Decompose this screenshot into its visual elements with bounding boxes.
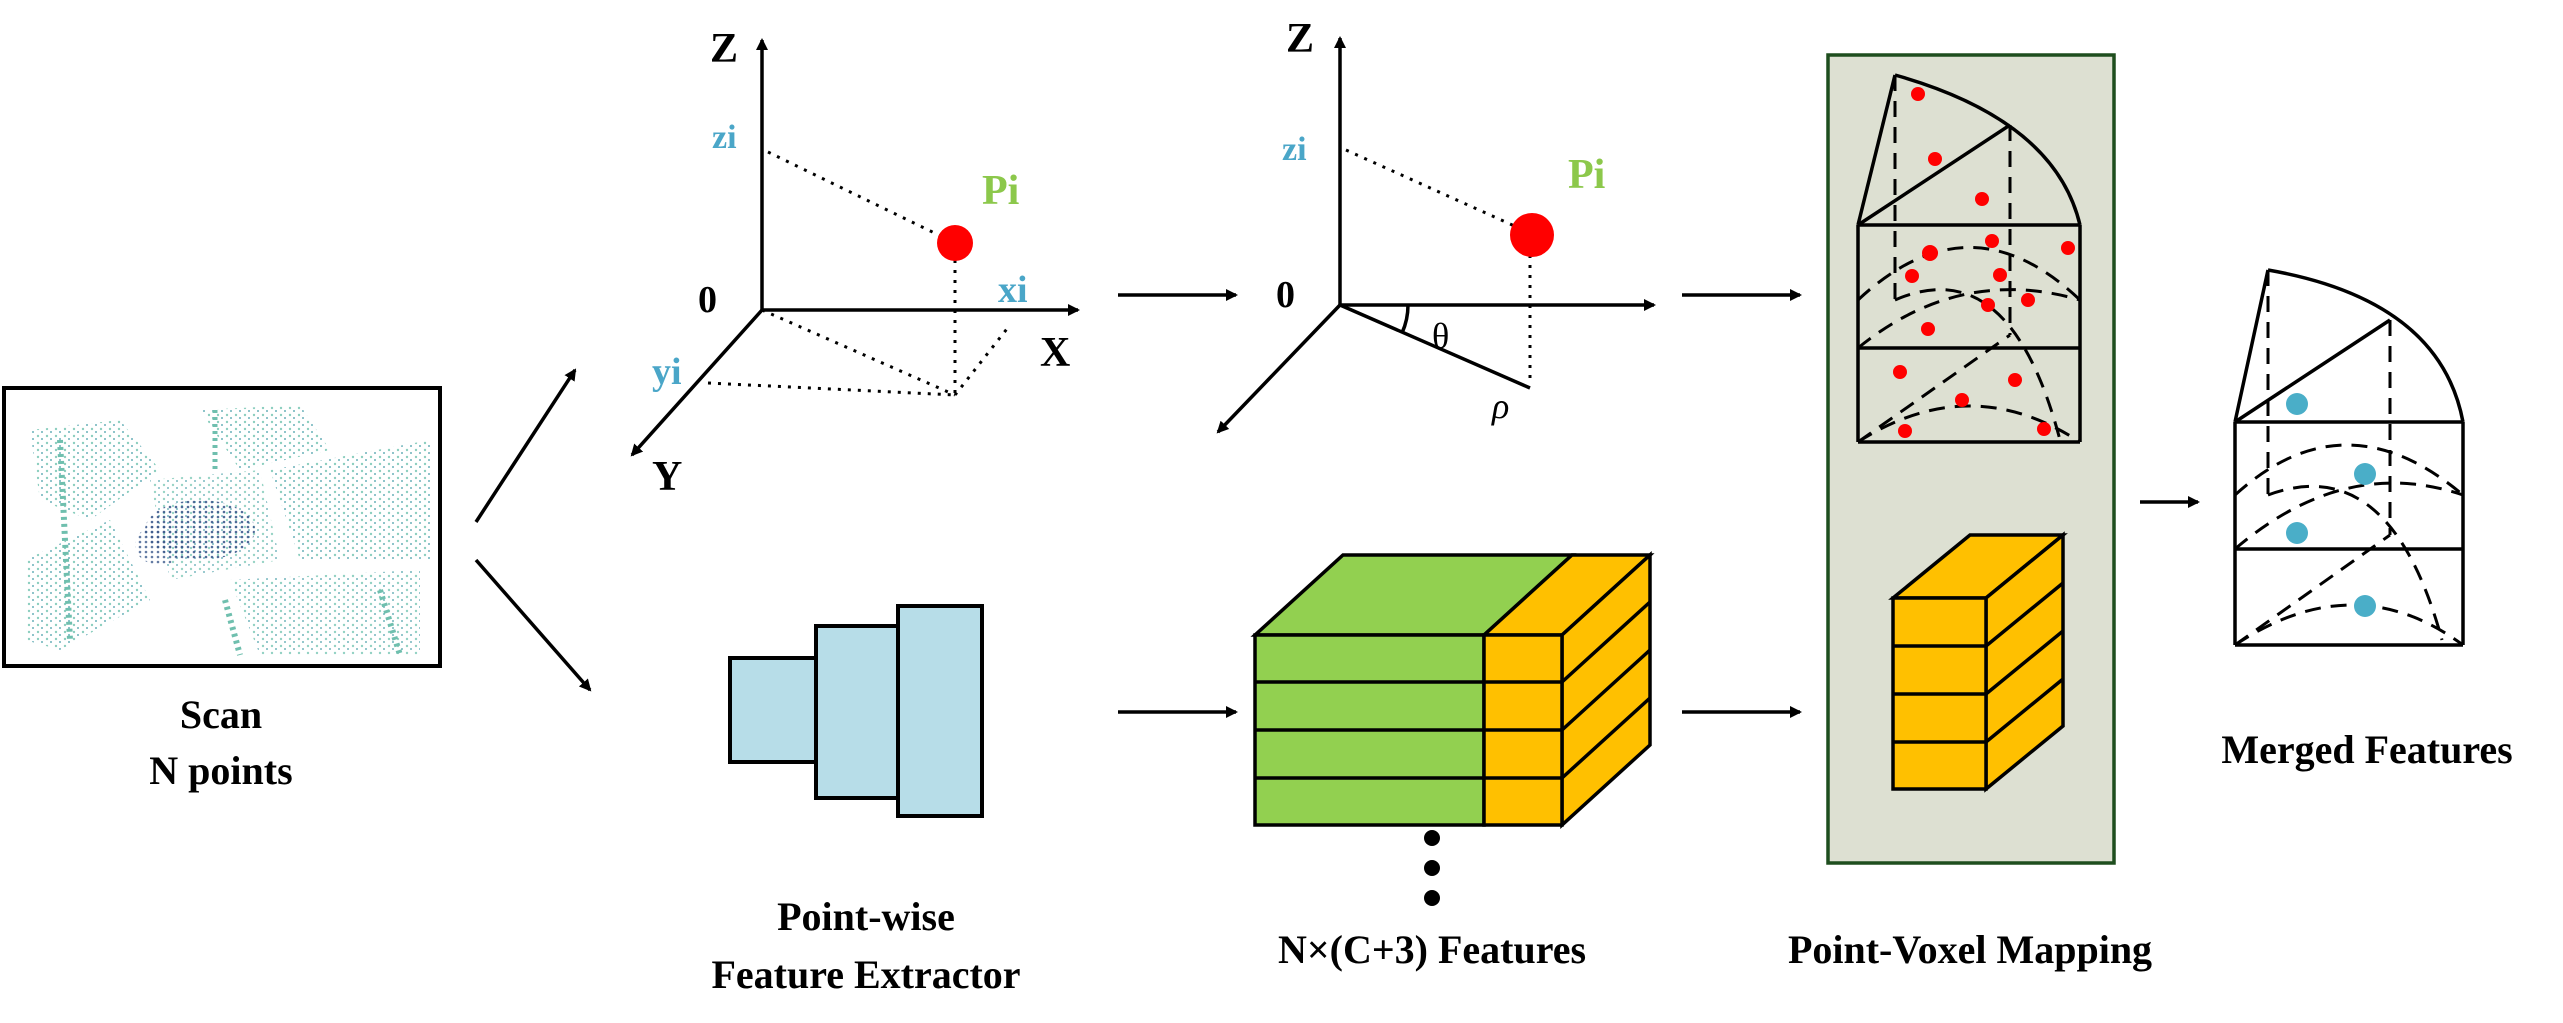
cartesian-origin-label: 0 — [698, 279, 717, 321]
scan-panel: Scan N points — [2, 386, 442, 793]
cartesian-zi-label: zi — [712, 119, 737, 156]
cartesian-pi-label: Pi — [982, 168, 1020, 214]
cylindrical-y-axis — [1216, 303, 1342, 434]
arrow-scan-to-cartesian — [474, 368, 577, 523]
feature-ellipsis-dots — [1424, 830, 1440, 906]
cylindrical-zi-label: zi — [1282, 131, 1307, 168]
cartesian-y-axis — [630, 308, 764, 457]
extractor-caption-line1: Point-wise — [777, 894, 955, 939]
scan-point-cloud — [25, 405, 430, 656]
cylindrical-theta-label: θ — [1432, 316, 1449, 356]
extractor-caption-line2: Feature Extractor — [711, 952, 1020, 997]
cartesian-yi-label: yi — [652, 351, 682, 393]
cylindrical-z-label: Z — [1286, 16, 1314, 62]
point-voxel-mapping-panel: Point-Voxel Mapping — [1788, 53, 2152, 972]
cartesian-coordinate-system: Z X Y 0 zi xi yi Pi — [630, 26, 1080, 500]
cartesian-y-label: Y — [652, 454, 682, 500]
extractor-block-medium — [814, 624, 906, 800]
mapping-red-points — [1893, 87, 2075, 438]
merged-features: Merged Features — [2221, 268, 2513, 772]
features-caption: N×(C+3) Features — [1278, 927, 1586, 972]
merged-feature-dots — [2286, 393, 2376, 617]
cylindrical-theta-arc — [1400, 304, 1410, 334]
arrow-scan-to-extractor — [474, 558, 592, 692]
cylindrical-coordinate-system: Z 0 zi Pi θ ρ — [1216, 16, 1656, 434]
scan-title: Scan — [180, 692, 262, 737]
feature-tensor — [1250, 551, 1655, 829]
mapping-voxel-features — [1888, 531, 2068, 793]
mapping-caption: Point-Voxel Mapping — [1788, 927, 2152, 972]
extractor-block-large — [896, 604, 984, 818]
cartesian-xi-label: xi — [998, 269, 1028, 311]
cylindrical-projection-lines — [1345, 148, 1532, 385]
cartesian-z-label: Z — [710, 26, 738, 72]
cartesian-point-pi — [937, 225, 973, 261]
cylindrical-pi-label: Pi — [1568, 152, 1606, 198]
cylindrical-origin-label: 0 — [1276, 274, 1295, 316]
cylindrical-rho-label: ρ — [1491, 386, 1509, 426]
mapping-voxel-hidden-edges — [1856, 75, 2082, 444]
cylindrical-point-pi — [1510, 213, 1554, 257]
cartesian-projection-lines — [707, 150, 1012, 397]
cartesian-x-label: X — [1040, 330, 1070, 376]
merged-voxel-sector — [2233, 268, 2465, 647]
cylindrical-rho-line — [1339, 303, 1531, 390]
extractor-block-small — [728, 656, 818, 764]
merged-voxel-hidden-edges — [2233, 270, 2464, 647]
mapping-voxel-sector — [1856, 73, 2082, 444]
scan-subtitle: N points — [149, 748, 292, 793]
merged-caption: Merged Features — [2221, 727, 2512, 772]
feature-extractor: Point-wise Feature Extractor — [711, 604, 1021, 997]
